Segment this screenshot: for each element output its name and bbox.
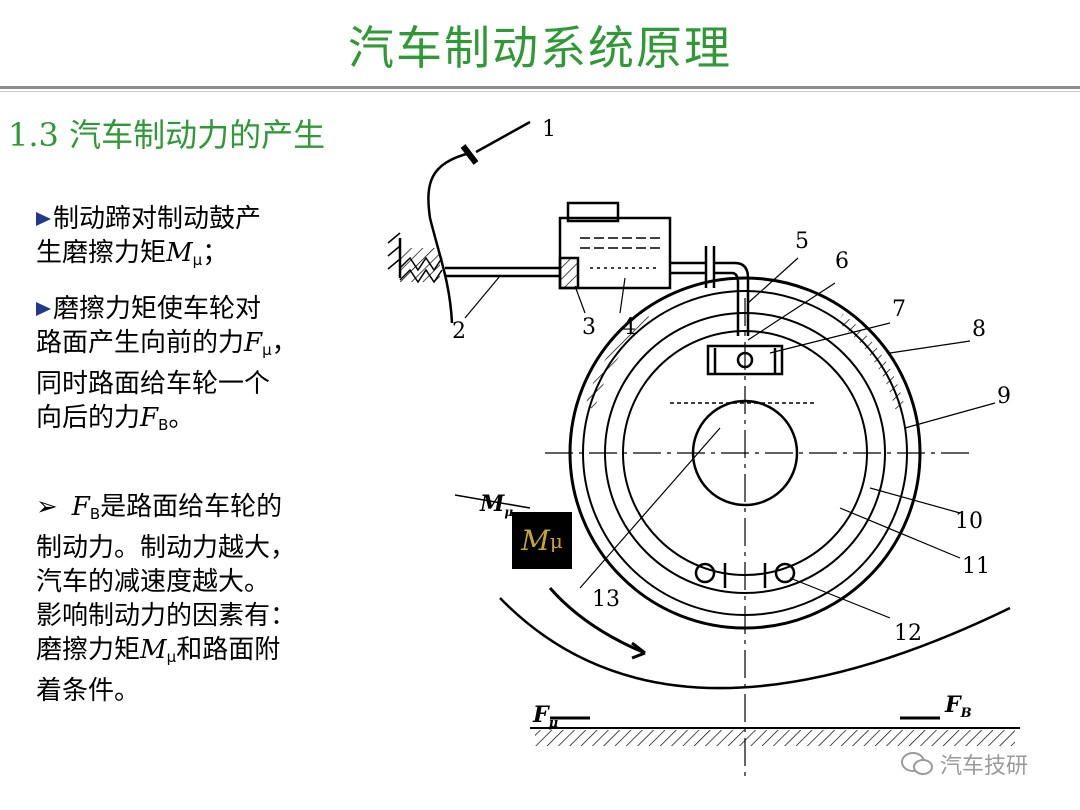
- part-label: 11: [962, 554, 990, 579]
- part-label: 5: [795, 229, 809, 254]
- pedal-arm: [427, 151, 471, 324]
- note-braking-force: ➢FB是路面给车轮的 制动力。制动力越大， 汽车的减速度越大。 影响制动力的因素…: [36, 492, 297, 706]
- part-label: 12: [894, 621, 922, 646]
- drum-brake-diagram: 1 2 3 4 5 6 7 8 9 10 11 12 13 Mμ Fμ FB: [387, 117, 1020, 778]
- part-label: 1: [542, 117, 556, 142]
- bullet-triangle-icon: [36, 212, 51, 226]
- part-label: 2: [452, 319, 466, 344]
- title-divider-thin: [0, 91, 1080, 92]
- part-label: 3: [582, 315, 596, 340]
- torque-label: Mμ: [479, 491, 513, 519]
- bullet-friction-torque: 制动蹄对制动鼓产 生磨擦力矩Mμ；: [36, 204, 262, 269]
- force-fmu-label: Fμ: [532, 702, 559, 731]
- bullet-road-force: 磨擦力矩使车轮对 路面产生向前的力Fμ， 同时路面给车轮一个 向后的力FB。: [36, 294, 298, 434]
- wechat-icon: [901, 752, 933, 775]
- part-label: 7: [892, 297, 906, 322]
- title-divider: [0, 86, 1080, 89]
- part-label: 6: [835, 249, 849, 274]
- pedal-pad: [460, 144, 479, 165]
- part-label: 8: [972, 317, 986, 342]
- slide-title: 汽车制动系统原理: [348, 21, 732, 75]
- watermark: 汽车技研: [900, 748, 1028, 780]
- section-heading: 1.3 汽车制动力的产生: [8, 116, 326, 154]
- chevron-right-icon: ➢: [36, 492, 58, 522]
- part-label: 13: [592, 587, 620, 612]
- part-label: 9: [997, 384, 1011, 409]
- bullet-triangle-icon: [36, 302, 51, 316]
- part-label: 4: [622, 315, 636, 340]
- force-fb-label: FB: [944, 692, 972, 721]
- part-label: 10: [955, 509, 983, 534]
